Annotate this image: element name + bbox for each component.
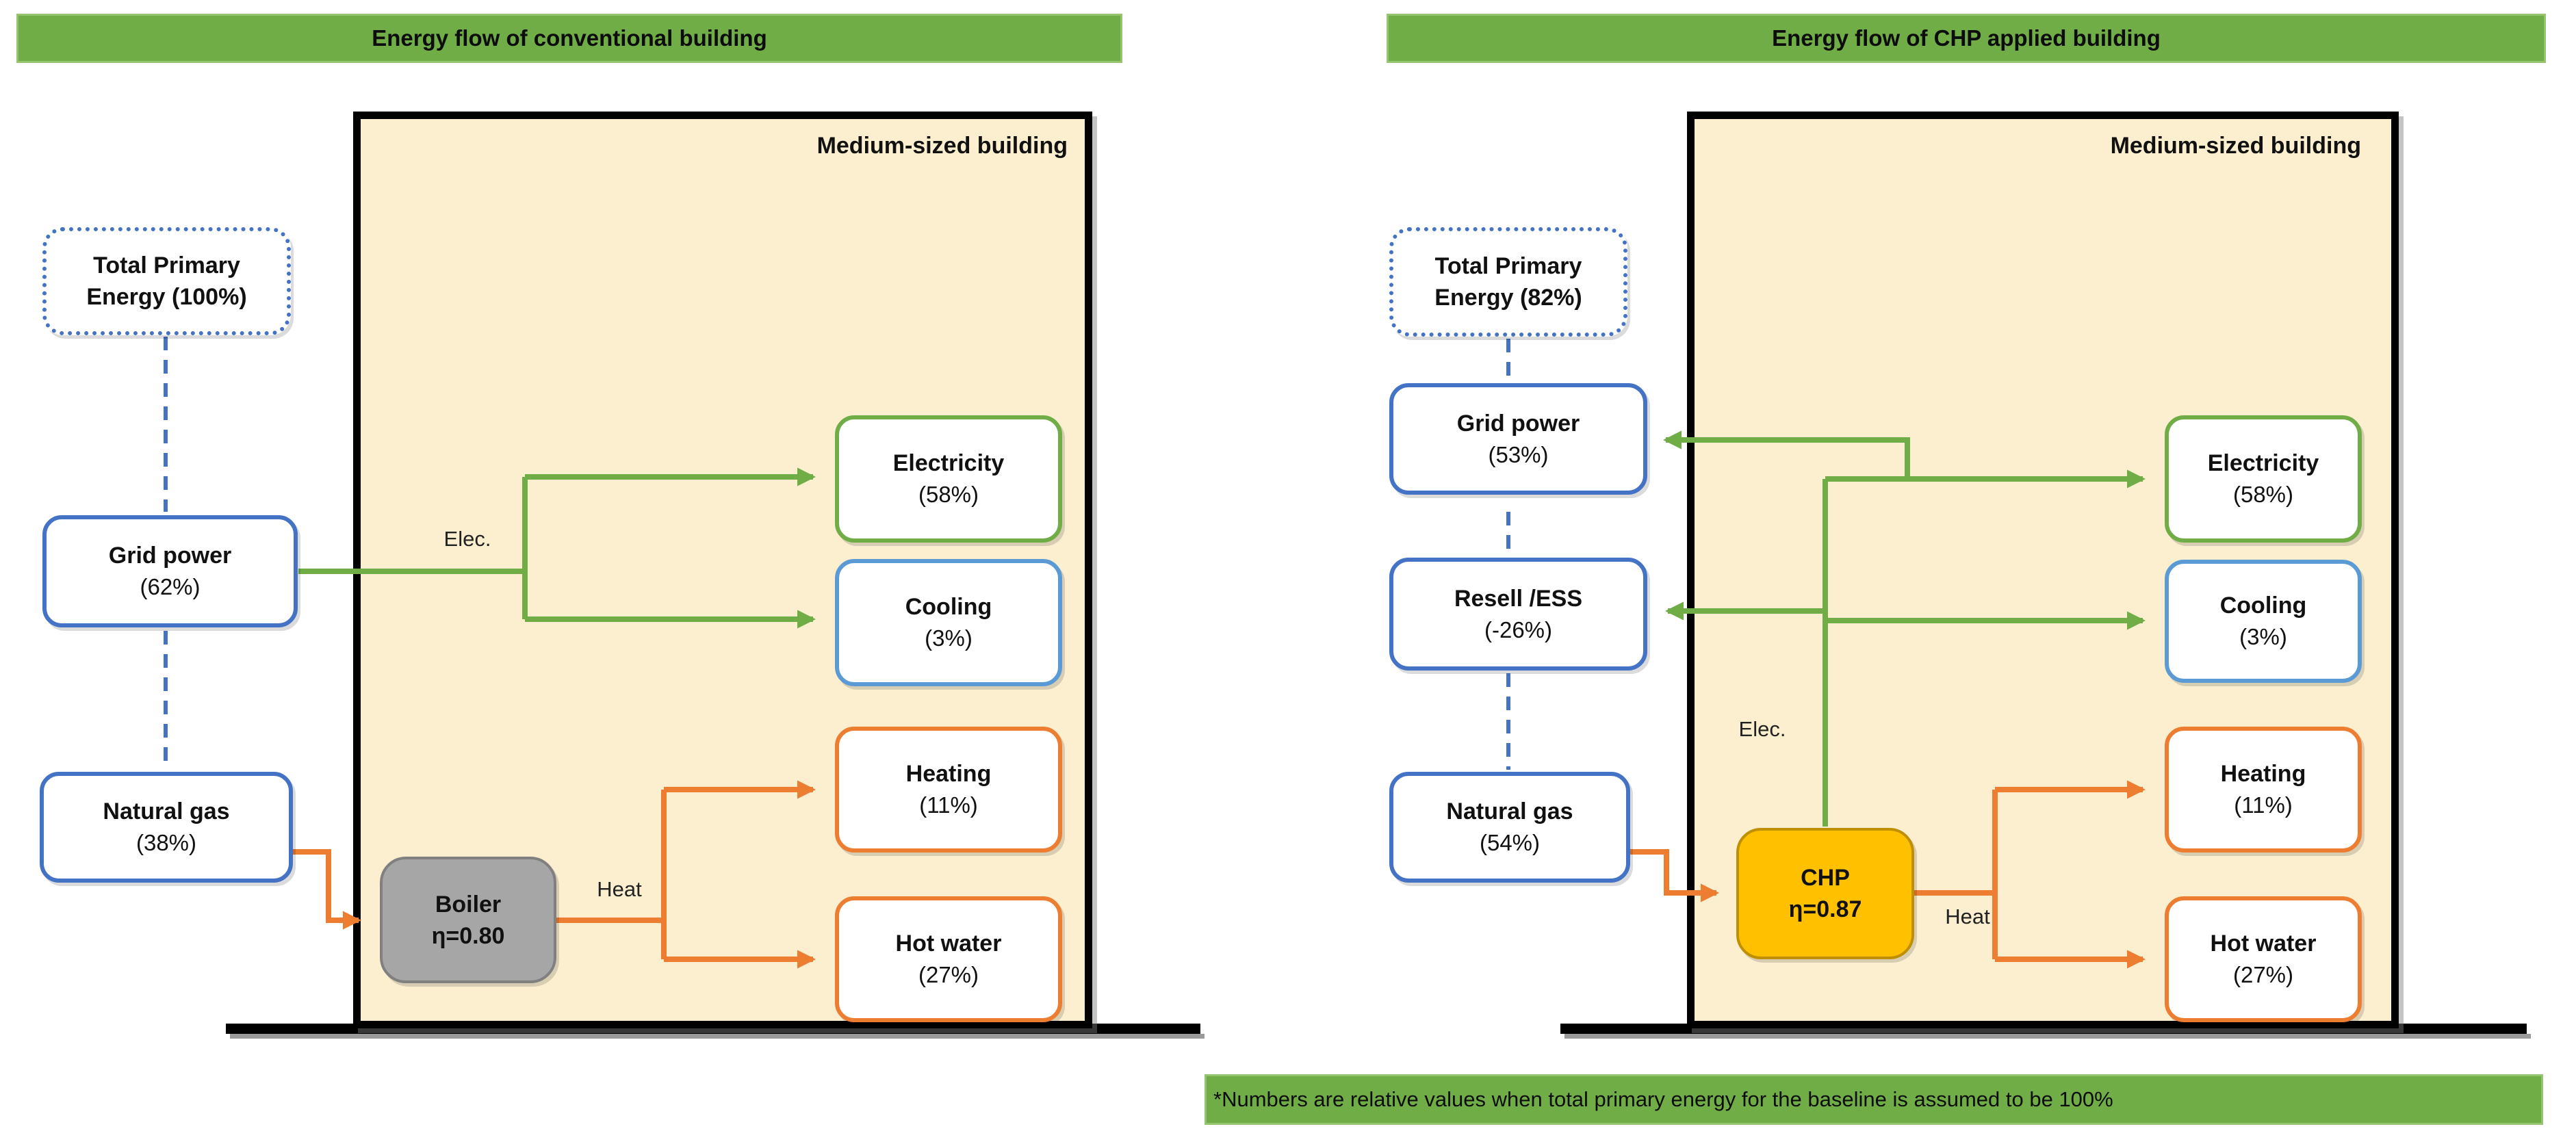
node-value: (58%) <box>2232 482 2294 507</box>
node-value: (62%) <box>140 574 201 599</box>
node-resell-ess: Resell /ESS (-26%) <box>1389 558 1647 671</box>
right-title-banner: Energy flow of CHP applied building <box>1387 14 2546 63</box>
node-value: (38%) <box>136 830 197 855</box>
node-label: CHP <box>1801 865 1850 891</box>
node-value: (11%) <box>919 792 978 818</box>
node-value: (11%) <box>2234 792 2293 818</box>
left-heat-flow-label: Heat <box>597 877 642 901</box>
node-total-primary-energy-left: Total Primary Energy (100%) <box>42 227 291 335</box>
node-natural-gas-left: Natural gas (38%) <box>40 772 293 883</box>
right-heat-flow-label: Heat <box>1945 905 1990 928</box>
node-label: Cooling <box>2219 593 2307 619</box>
right-building-label: Medium-sized building <box>2110 133 2361 159</box>
node-label: Hot water <box>895 931 1002 957</box>
node-grid-power-right: Grid power (53%) <box>1389 383 1647 495</box>
node-cooling-left: Cooling (3%) <box>835 559 1062 686</box>
left-title-banner: Energy flow of conventional building <box>16 14 1122 63</box>
node-cooling-right: Cooling (3%) <box>2165 560 2362 683</box>
node-label: Energy (82%) <box>1434 285 1582 311</box>
node-label: Energy (100%) <box>86 284 247 310</box>
node-label: Hot water <box>2210 931 2317 957</box>
node-label: Electricity <box>2207 450 2319 476</box>
node-value: (-26%) <box>1484 616 1553 642</box>
node-value: η=0.80 <box>431 922 505 949</box>
node-value: (54%) <box>1479 830 1541 855</box>
node-heating-left: Heating (11%) <box>835 727 1062 853</box>
right-ground-shadow <box>1564 1034 2531 1039</box>
node-label: Electricity <box>892 450 1005 476</box>
node-total-primary-energy-right: Total Primary Energy (82%) <box>1389 227 1627 337</box>
node-hot-water-right: Hot water (27%) <box>2165 896 2362 1022</box>
right-title-text: Energy flow of CHP applied building <box>1772 25 2161 51</box>
right-line-to-grid-power <box>1662 430 1910 479</box>
left-ground-shadow <box>230 1034 1205 1039</box>
node-label: Grid power <box>1456 410 1580 437</box>
node-label: Natural gas <box>1446 798 1573 824</box>
node-natural-gas-right: Natural gas (54%) <box>1389 772 1630 883</box>
left-gas-to-boiler-line <box>293 849 362 930</box>
footnote-banner: *Numbers are relative values when total … <box>1205 1074 2543 1125</box>
node-value: η=0.87 <box>1788 896 1862 922</box>
left-building-label: Medium-sized building <box>816 133 1068 159</box>
node-value: (27%) <box>918 962 979 987</box>
node-label: Grid power <box>108 543 232 569</box>
footnote-text: *Numbers are relative values when total … <box>1213 1087 2113 1111</box>
node-grid-power-left: Grid power (62%) <box>42 515 298 627</box>
right-gas-to-chp-line <box>1630 849 1720 902</box>
node-value: (27%) <box>2232 962 2294 987</box>
right-elec-flow-label: Elec. <box>1738 717 1786 741</box>
node-boiler: Boiler η=0.80 <box>380 857 556 983</box>
node-label: Total Primary <box>1434 253 1582 279</box>
node-label: Resell /ESS <box>1454 585 1583 612</box>
node-label: Boiler <box>435 891 502 918</box>
node-electricity-left: Electricity (58%) <box>835 415 1062 543</box>
node-hot-water-left: Hot water (27%) <box>835 896 1062 1022</box>
node-electricity-right: Electricity (58%) <box>2165 415 2362 543</box>
node-value: (58%) <box>918 482 979 507</box>
node-value: (3%) <box>2239 624 2287 649</box>
node-label: Natural gas <box>103 798 230 824</box>
node-chp: CHP η=0.87 <box>1736 828 1914 959</box>
node-label: Heating <box>905 761 992 787</box>
node-heating-right: Heating (11%) <box>2165 727 2362 853</box>
node-label: Cooling <box>905 594 992 620</box>
node-label: Heating <box>2220 761 2306 787</box>
left-title-text: Energy flow of conventional building <box>372 25 767 51</box>
left-elec-flow-label: Elec. <box>443 527 491 551</box>
node-value: (3%) <box>925 625 973 651</box>
node-label: Total Primary <box>93 252 240 278</box>
node-value: (53%) <box>1488 441 1549 467</box>
